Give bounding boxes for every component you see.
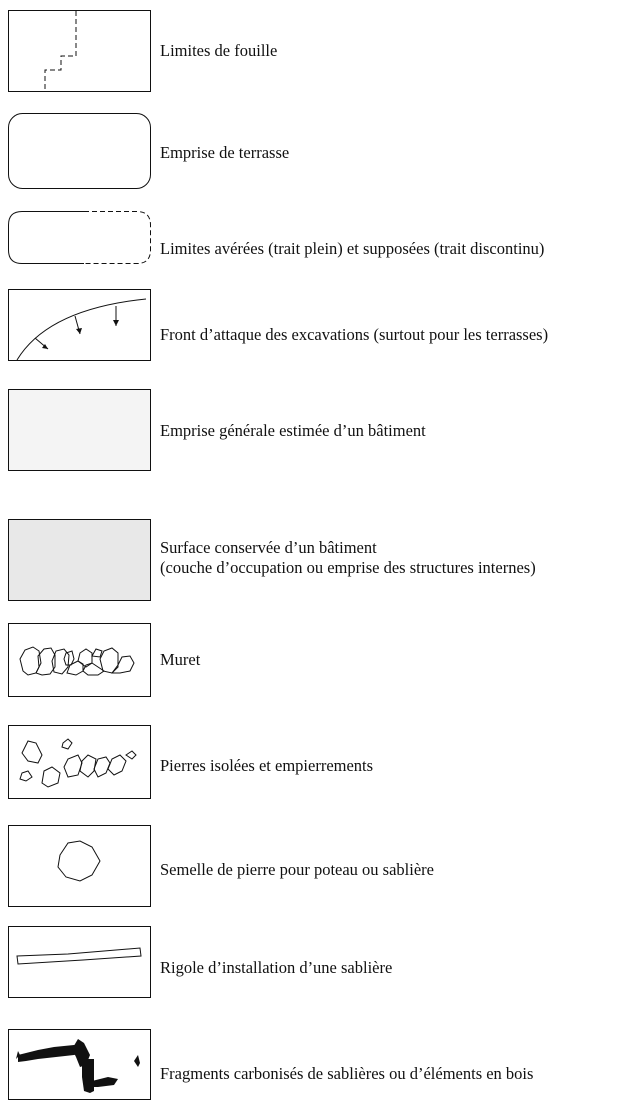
sill-beam-trench-symbol <box>8 926 151 998</box>
legend-label: Muret <box>160 650 201 669</box>
legend-label: Front d’attaque des excavations (surtout… <box>160 325 549 344</box>
legend-label: Limites avérées (trait plein) et supposé… <box>160 239 545 258</box>
low-wall-symbol <box>8 623 151 697</box>
excavation-front-symbol <box>8 289 151 361</box>
terrace-extent-symbol <box>8 113 151 189</box>
proven-supposed-limits-symbol <box>8 211 151 279</box>
legend-label: Pierres isolées et empierrements <box>160 756 374 775</box>
legend-label: Emprise générale estimée d’un bâtiment <box>160 421 426 440</box>
legend-label: Limites de fouille <box>160 41 278 60</box>
legend-label: Surface conservée d’un bâtiment <box>160 538 377 557</box>
charred-fragments-symbol <box>8 1029 151 1100</box>
stone-footing-symbol <box>8 825 151 907</box>
isolated-stones-symbol <box>8 725 151 799</box>
legend-label: Rigole d’installation d’une sablière <box>160 958 393 977</box>
preserved-building-surface-symbol <box>8 519 151 601</box>
excavation-limits-symbol <box>8 10 151 92</box>
legend-label: Semelle de pierre pour poteau ou sablièr… <box>160 860 434 879</box>
legend-label: Emprise de terrasse <box>160 143 290 162</box>
legend-label-line2: (couche d’occupation ou emprise des stru… <box>160 558 536 577</box>
estimated-building-extent-symbol <box>8 389 151 471</box>
legend-label: Fragments carbonisés de sablières ou d’é… <box>160 1064 534 1083</box>
